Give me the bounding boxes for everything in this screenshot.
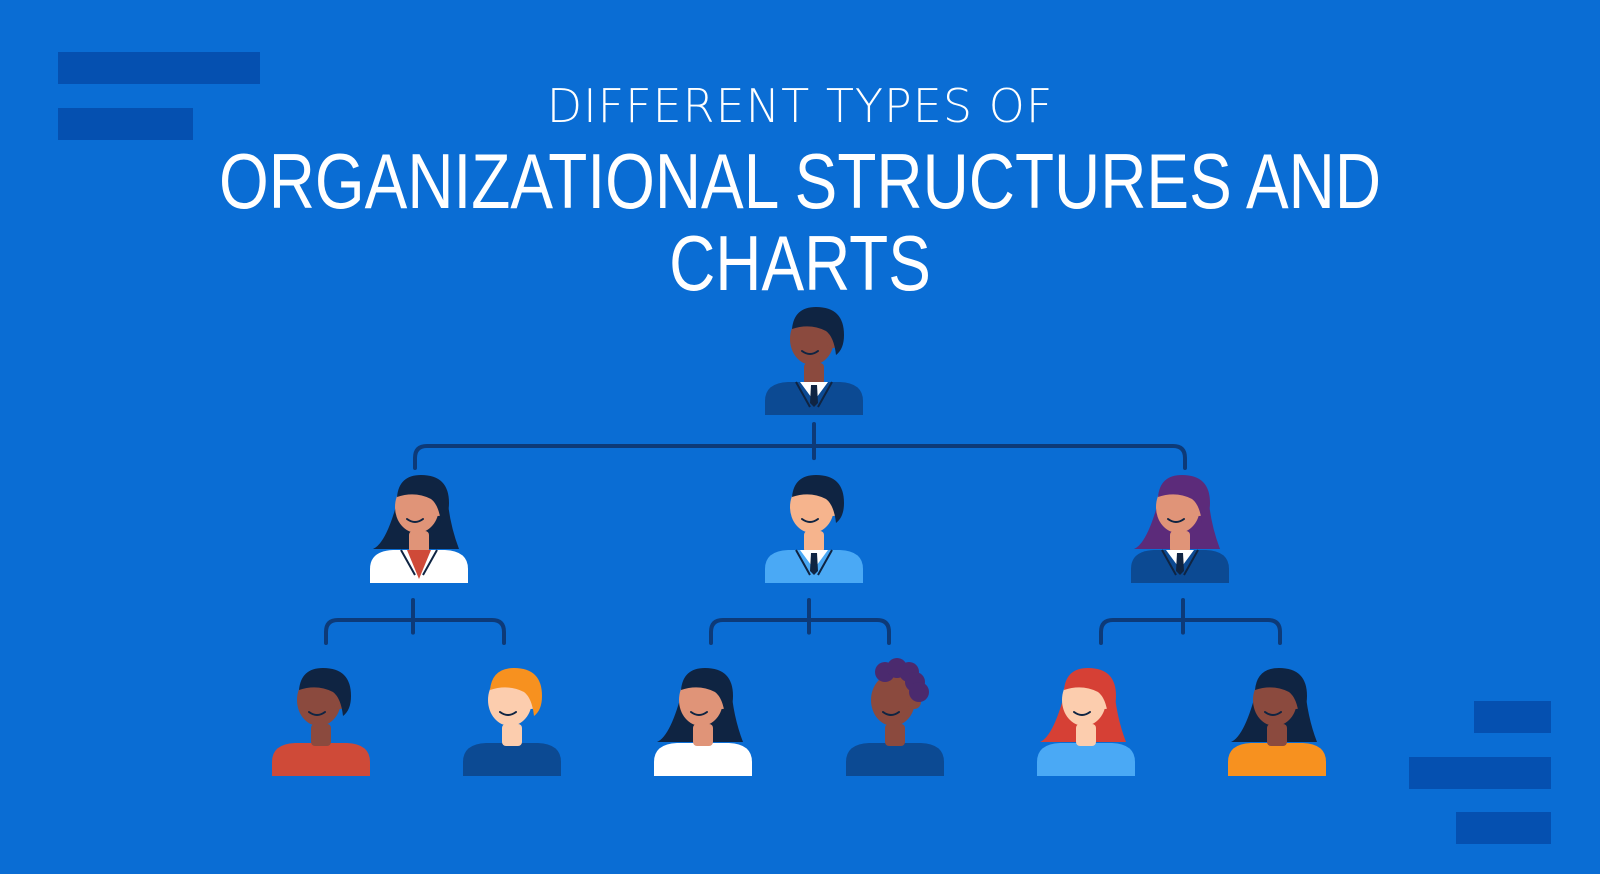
decor-bar-top-2 bbox=[58, 108, 193, 140]
neck bbox=[1076, 724, 1096, 746]
inner-top bbox=[407, 550, 431, 579]
person-manager-left bbox=[370, 475, 468, 583]
neck bbox=[311, 724, 331, 746]
connector-center-bar bbox=[709, 618, 891, 645]
hair-top bbox=[1064, 668, 1116, 716]
person-manager-center bbox=[765, 475, 863, 583]
decor-bar-bottom-2 bbox=[1409, 757, 1551, 789]
page-title: ORGANIZATIONAL STRUCTURES AND CHARTS bbox=[218, 137, 1382, 307]
smile bbox=[882, 711, 900, 716]
person-manager-right bbox=[1131, 475, 1229, 583]
hair-top bbox=[1158, 475, 1210, 523]
neck bbox=[1267, 724, 1287, 746]
neck bbox=[885, 724, 905, 746]
hair-top bbox=[490, 668, 542, 716]
decor-bar-bottom-3 bbox=[1456, 812, 1551, 844]
title-block: DIFFERENT TYPES OF ORGANIZATIONAL STRUCT… bbox=[0, 78, 1600, 304]
person-ceo bbox=[765, 307, 863, 415]
hair-top bbox=[1255, 668, 1307, 716]
smile bbox=[406, 518, 424, 523]
decor-bar-bottom-1 bbox=[1474, 701, 1551, 733]
hair-curl bbox=[909, 682, 929, 702]
lapels bbox=[400, 549, 438, 576]
hair-top bbox=[681, 668, 733, 716]
lapels bbox=[1161, 549, 1199, 576]
connector-left-bar bbox=[324, 618, 506, 645]
person-staff-3 bbox=[654, 668, 752, 776]
title-kicker: DIFFERENT TYPES OF bbox=[546, 79, 1054, 133]
torso bbox=[654, 743, 752, 776]
torso bbox=[463, 743, 561, 776]
person-staff-4 bbox=[846, 658, 944, 776]
person-staff-5 bbox=[1037, 668, 1135, 776]
smile bbox=[308, 711, 326, 716]
connector-ceo-bar bbox=[413, 444, 1187, 470]
person-staff-2 bbox=[463, 668, 561, 776]
connector-right-bar bbox=[1099, 618, 1282, 645]
torso bbox=[1037, 743, 1135, 776]
head bbox=[871, 674, 915, 726]
smile bbox=[801, 518, 819, 523]
smile bbox=[499, 711, 517, 716]
tie bbox=[810, 385, 818, 407]
hair-top bbox=[299, 668, 351, 716]
tie bbox=[810, 553, 818, 575]
lapels bbox=[795, 549, 833, 576]
neck bbox=[409, 531, 429, 553]
neck bbox=[502, 724, 522, 746]
neck bbox=[804, 531, 824, 553]
connector-lines bbox=[324, 422, 1282, 645]
torso bbox=[272, 743, 370, 776]
smile bbox=[1264, 711, 1282, 716]
neck bbox=[804, 363, 824, 385]
hair-top bbox=[792, 475, 844, 523]
person-staff-1 bbox=[272, 668, 370, 776]
neck bbox=[1170, 531, 1190, 553]
smile bbox=[801, 350, 819, 355]
hair-top bbox=[397, 475, 449, 523]
hair-top bbox=[792, 307, 844, 355]
torso bbox=[1228, 743, 1326, 776]
tie bbox=[1176, 553, 1184, 575]
decor-bar-top-1 bbox=[58, 52, 260, 84]
lapels bbox=[795, 381, 833, 408]
smile bbox=[690, 711, 708, 716]
person-staff-6 bbox=[1228, 668, 1326, 776]
neck bbox=[693, 724, 713, 746]
smile bbox=[1073, 711, 1091, 716]
torso bbox=[846, 743, 944, 776]
smile bbox=[1167, 518, 1185, 523]
